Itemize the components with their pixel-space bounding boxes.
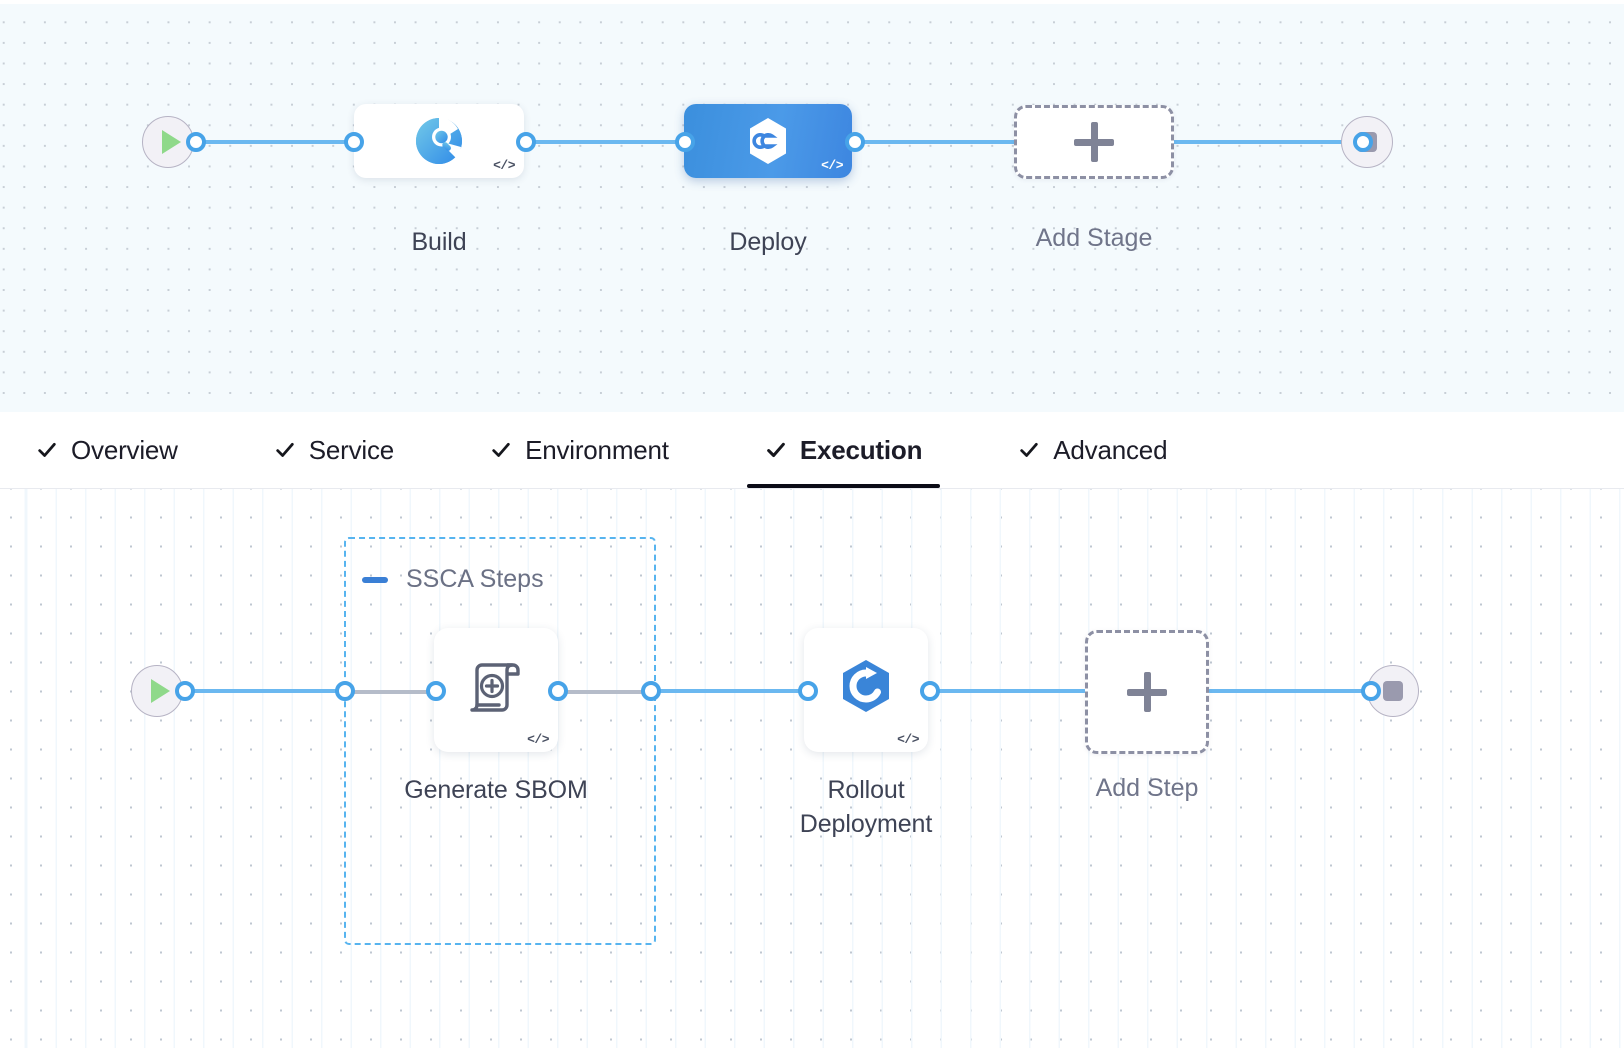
- add-step-label: Add Step: [1095, 774, 1199, 802]
- pipeline-stages-canvas[interactable]: </> Build </> Deploy Add Stage: [0, 0, 1624, 412]
- port-group-in[interactable]: [335, 681, 355, 701]
- check-icon: [276, 442, 294, 457]
- edge-group-in-to-sbom: [350, 690, 436, 694]
- add-stage-label: Add Stage: [1035, 224, 1153, 252]
- port-deploy-out[interactable]: [845, 132, 865, 152]
- tab-environment[interactable]: Environment: [486, 412, 673, 488]
- rollout-code-badge[interactable]: </>: [897, 732, 919, 747]
- stage-label-deploy: Deploy: [729, 228, 807, 256]
- check-icon: [1020, 442, 1038, 457]
- cd-deploy-icon: [750, 118, 786, 164]
- port-end-in[interactable]: [1353, 132, 1373, 152]
- tab-advanced[interactable]: Advanced: [1014, 412, 1171, 488]
- edge-group-to-rollout: [650, 689, 812, 693]
- tab-overview[interactable]: Overview: [32, 412, 182, 488]
- stage-card-build[interactable]: </>: [354, 104, 524, 178]
- port-deploy-in[interactable]: [675, 132, 695, 152]
- add-step-button[interactable]: [1085, 630, 1209, 754]
- step-group-header: SSCA Steps: [362, 565, 544, 594]
- stage-config-tabbar: Overview Service Environment Execution A…: [0, 412, 1624, 489]
- tab-advanced-label: Advanced: [1053, 434, 1168, 465]
- check-icon: [766, 442, 785, 458]
- edge-rollout-to-addstep: [928, 689, 1086, 693]
- step-card-rollout-deployment[interactable]: </>: [804, 628, 928, 752]
- edge-start-to-build: [195, 140, 360, 144]
- add-stage-button[interactable]: [1014, 105, 1174, 179]
- plus-icon: [1074, 122, 1114, 162]
- step-label-rollout-deployment: Rollout Deployment: [799, 776, 933, 838]
- port-step-end-in[interactable]: [1361, 681, 1381, 701]
- step-card-generate-sbom[interactable]: </>: [434, 628, 558, 752]
- stage-card-deploy[interactable]: </>: [684, 104, 852, 178]
- edge-start-to-group: [182, 689, 344, 693]
- step-group-ssca[interactable]: [344, 537, 656, 945]
- tab-execution[interactable]: Execution: [746, 412, 941, 488]
- sbom-scroll-icon: [470, 663, 520, 712]
- play-icon: [161, 130, 181, 154]
- port-rollout-out[interactable]: [920, 681, 940, 701]
- port-step-start-out[interactable]: [175, 681, 195, 701]
- stop-icon: [1383, 681, 1403, 701]
- plus-icon: [1127, 672, 1167, 712]
- minus-icon[interactable]: [362, 576, 388, 583]
- tab-service[interactable]: Service: [270, 412, 398, 488]
- rollout-hexagon-icon: [843, 660, 889, 712]
- edge-sbom-to-group-out: [560, 690, 650, 694]
- deploy-code-badge[interactable]: </>: [821, 158, 843, 173]
- port-start-out[interactable]: [186, 132, 206, 152]
- edge-deploy-to-addstage: [845, 140, 1030, 144]
- execution-steps-canvas[interactable]: SSCA Steps </> Generate SBOM </: [0, 489, 1624, 1048]
- port-build-out[interactable]: [516, 132, 536, 152]
- stage-label-build: Build: [411, 228, 467, 256]
- stage-start-node[interactable]: [142, 116, 194, 168]
- check-icon: [38, 442, 56, 457]
- tab-overview-label: Overview: [71, 434, 178, 465]
- step-group-title: SSCA Steps: [406, 565, 544, 593]
- check-icon: [492, 442, 510, 457]
- port-build-in[interactable]: [344, 132, 364, 152]
- port-sbom-out[interactable]: [548, 681, 568, 701]
- sbom-code-badge[interactable]: </>: [527, 732, 549, 747]
- tab-service-label: Service: [308, 434, 395, 465]
- port-rollout-in[interactable]: [798, 681, 818, 701]
- ci-build-icon: [415, 117, 462, 164]
- port-group-out[interactable]: [641, 681, 661, 701]
- play-icon: [150, 679, 170, 703]
- port-sbom-in[interactable]: [426, 681, 446, 701]
- build-code-badge[interactable]: </>: [493, 158, 515, 173]
- tab-execution-label: Execution: [799, 434, 923, 465]
- edge-addstage-to-end: [1160, 140, 1360, 144]
- edge-build-to-deploy: [520, 140, 690, 144]
- step-label-generate-sbom: Generate SBOM: [404, 776, 588, 804]
- tab-environment-label: Environment: [525, 434, 669, 465]
- edge-addstep-to-end: [1208, 689, 1373, 693]
